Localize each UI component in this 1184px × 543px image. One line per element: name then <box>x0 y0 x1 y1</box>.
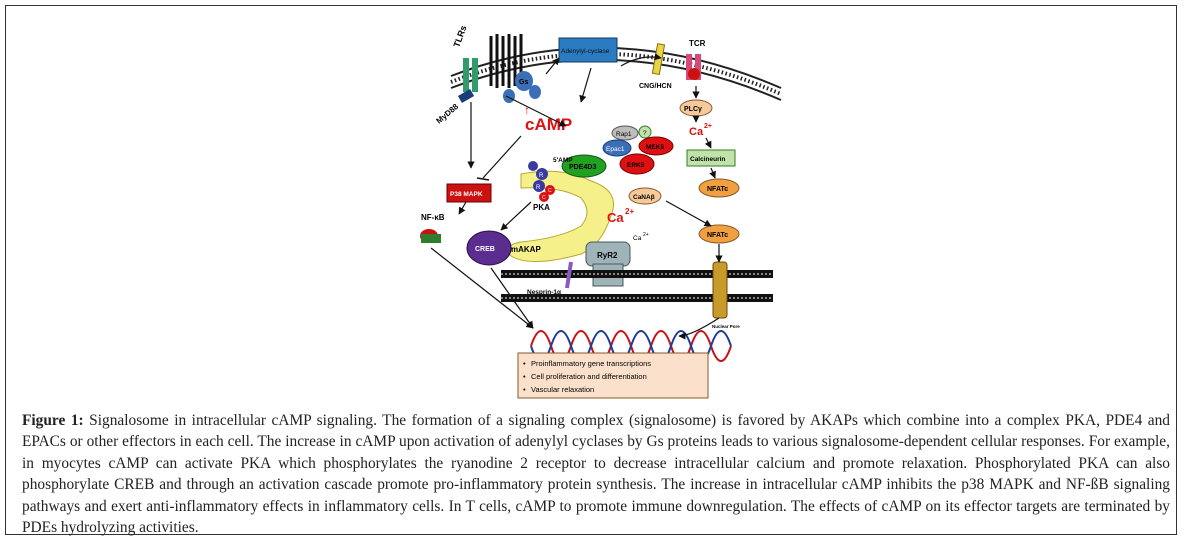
svg-text:R: R <box>539 173 544 179</box>
svg-text:PDE4D3: PDE4D3 <box>569 164 596 171</box>
svg-text:Rap1: Rap1 <box>616 131 632 138</box>
svg-text:RyR2: RyR2 <box>597 251 618 260</box>
ca2-small-label: Ca <box>633 235 642 242</box>
figure-frame: TLRs MyD88 Gs Adenylyl-cyclase CNG/HCN <box>5 5 1177 538</box>
adenylyl-cyclase-label: Adenylyl-cyclase <box>561 48 610 55</box>
myd88-label: MyD88 <box>435 102 461 126</box>
nfatc-top-label: NFATc <box>707 186 728 193</box>
diagram-svg: TLRs MyD88 Gs Adenylyl-cyclase CNG/HCN <box>420 24 782 399</box>
figure-caption: Figure 1: Signalosome in intracellular c… <box>22 410 1170 538</box>
cng-hcn-label: CNG/HCN <box>639 83 672 90</box>
tlr-receptor-icon <box>457 58 478 103</box>
pka-label: PKA <box>533 203 550 212</box>
svg-text:ERK5: ERK5 <box>627 162 645 169</box>
outcome-item-3: Vascular relaxation <box>531 385 594 394</box>
outcome-bullet-1: • <box>523 359 526 368</box>
erk5-node <box>619 153 655 175</box>
mek5-node <box>638 136 674 156</box>
pka-c2 <box>539 192 549 202</box>
nfkb-label: NF-κB <box>421 213 445 222</box>
nuclear-pore-label: Nuclear Pore <box>712 324 740 329</box>
svg-text:2+: 2+ <box>704 123 712 130</box>
gpcr-icon <box>489 34 523 88</box>
ca2-mid-label: Ca <box>607 210 624 225</box>
outcome-bullet-2: • <box>523 372 526 381</box>
gs-protein <box>515 71 533 91</box>
calcineurin-box <box>686 149 736 167</box>
outcome-item-1: Proinflammatory gene transcriptions <box>531 359 651 368</box>
gs-label: Gs <box>519 79 528 86</box>
nuclear-pore <box>712 261 728 319</box>
rap1-node <box>611 125 639 141</box>
plcg-label: PLCγ <box>684 106 702 113</box>
pde4d3-node <box>561 154 607 178</box>
svg-text:2+: 2+ <box>625 207 634 216</box>
outcome-item-2: Cell proliferation and differentiation <box>531 372 647 381</box>
nfatc-mid-label: NFATc <box>707 232 728 239</box>
svg-text:P38 MAPK: P38 MAPK <box>450 191 483 198</box>
tcr-label: TCR <box>689 39 706 48</box>
epac1-node <box>602 139 632 157</box>
nfatc-top-node <box>698 178 740 198</box>
svg-text:CaNAβ: CaNAβ <box>633 194 655 201</box>
svg-text:↑: ↑ <box>524 103 530 117</box>
svg-text:Epac1: Epac1 <box>606 146 625 153</box>
caption-label: Figure 1: <box>22 412 84 429</box>
pka-r1 <box>536 168 548 180</box>
ca2-top-label: Ca <box>689 126 704 138</box>
svg-text:C: C <box>542 195 546 201</box>
pka-r2 <box>533 180 545 192</box>
calcineurin-label: Calcineurin <box>690 156 725 163</box>
svg-text:R: R <box>536 185 541 191</box>
pka-c1 <box>545 185 555 195</box>
camp-label: cAMP <box>525 115 572 134</box>
makap-label: mAKAP <box>511 245 541 254</box>
makap-scaffold <box>507 170 614 263</box>
outcome-bullet-3: • <box>523 385 526 394</box>
svg-text:CREB: CREB <box>475 246 495 253</box>
adenylyl-cyclase-box <box>558 37 618 63</box>
svg-text:?: ? <box>643 130 647 137</box>
tcr-icon <box>686 54 701 80</box>
nfatc-mid-node <box>698 224 740 244</box>
tlrs-label: TLRs <box>451 24 468 49</box>
creb-node <box>466 230 512 266</box>
signalosome-diagram: TLRs MyD88 Gs Adenylyl-cyclase CNG/HCN <box>411 6 791 406</box>
svg-text:2+: 2+ <box>643 232 649 238</box>
p38-mapk-box <box>446 183 492 203</box>
canab-node <box>628 187 662 205</box>
caption-text: Signalosome in intracellular cAMP signal… <box>22 412 1171 537</box>
nfkb-icon <box>421 234 441 243</box>
nesprin-label: Nesprin-1α <box>527 289 561 296</box>
outcome-box <box>517 352 709 399</box>
five-amp-label: 5'AMP <box>553 157 573 164</box>
svg-text:MEK5: MEK5 <box>646 144 664 151</box>
cng-channel <box>651 43 666 76</box>
svg-text:C: C <box>548 188 552 194</box>
